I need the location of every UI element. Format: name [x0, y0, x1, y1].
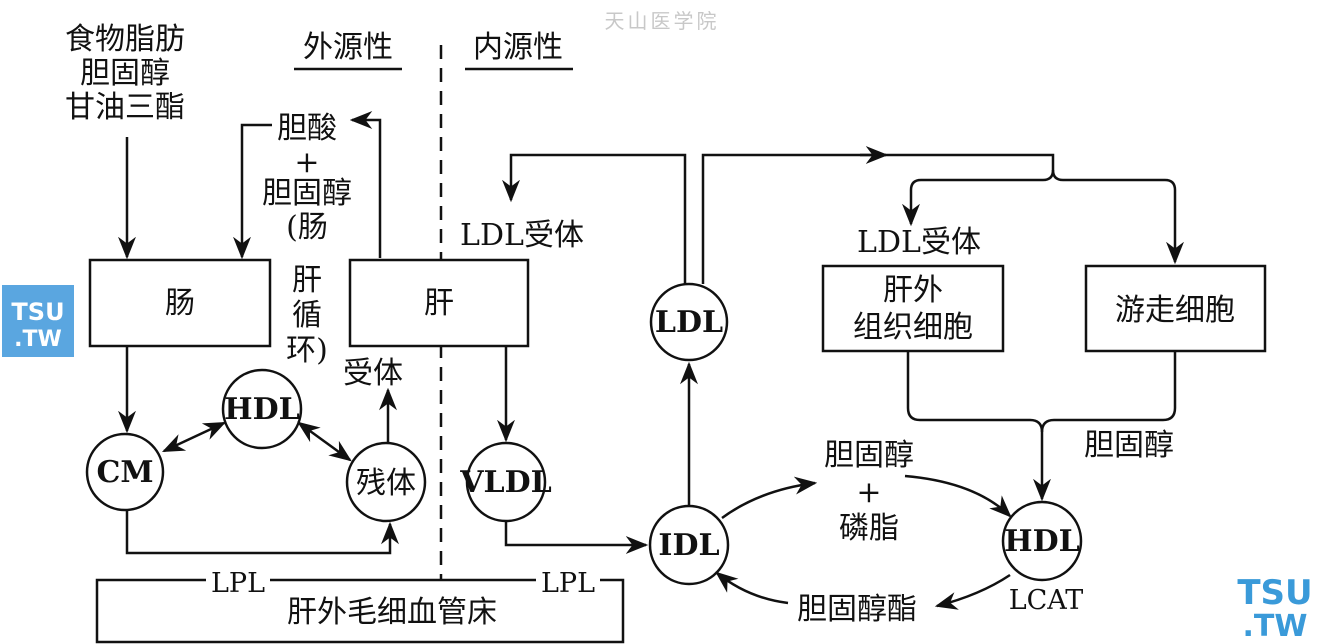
svg-text:.TW: .TW	[14, 327, 62, 352]
vldl-label: VLDL	[459, 465, 551, 500]
hdl-right-label: HDL	[1004, 524, 1079, 559]
bile-acid: 胆酸	[277, 111, 337, 146]
receptor-label: 受体	[343, 356, 403, 391]
svg-text:TSU: TSU	[1237, 573, 1312, 613]
header-endogenous: 内源性	[473, 30, 563, 65]
svg-text:TSU: TSU	[11, 298, 64, 326]
cm-circle	[85, 432, 165, 512]
liver-label: 肝	[424, 286, 454, 321]
tsu-logo-right: TSU .TW	[1237, 573, 1312, 644]
chol-pl-1: 胆固醇	[824, 438, 914, 473]
idl-label: IDL	[658, 528, 719, 563]
svg-text:.TW: .TW	[1243, 609, 1308, 644]
hdl-left-label: HDL	[224, 392, 299, 427]
bile-cholesterol: 胆固醇	[262, 176, 352, 211]
ldl-receptor-right: LDL受体	[857, 225, 981, 260]
ldl-receptor-left: LDL受体	[460, 218, 584, 253]
circulation-1: (肠	[286, 210, 328, 245]
diet-fat: 食物脂肪	[65, 22, 185, 57]
bile-plus: +	[294, 145, 319, 180]
ldl-label: LDL	[655, 305, 723, 340]
connectors	[118, 111, 1184, 610]
lpl-right: LPL	[541, 568, 595, 599]
extrahepatic-box	[821, 264, 1005, 353]
circulation-3: 循	[292, 298, 322, 333]
circulation-4: 环)	[286, 333, 328, 368]
capillary-bed-box	[95, 578, 625, 644]
intestine-label: 肠	[165, 286, 195, 321]
lcat-label: LCAT	[1009, 585, 1084, 616]
cm-label: CM	[96, 455, 153, 490]
tsu-logo-left: TSU .TW	[2, 285, 74, 357]
header-exogenous: 外源性	[303, 30, 393, 65]
chol-right: 胆固醇	[1084, 428, 1174, 463]
watermark: 天山医学院	[605, 9, 720, 33]
hdl-right-circle	[1001, 500, 1083, 582]
chol-pl-3: 磷脂	[839, 511, 899, 546]
ldl-circle	[649, 282, 729, 362]
wandering-cells-box	[1084, 264, 1267, 353]
chol-pl-2: +	[856, 475, 881, 510]
liver-box	[348, 258, 530, 348]
intestine-box	[88, 258, 272, 348]
wandering-cells-label: 游走细胞	[1115, 293, 1235, 328]
hdl-left-circle	[221, 368, 303, 450]
remnant-label: 残体	[356, 466, 416, 501]
lpl-left: LPL	[211, 568, 265, 599]
extrahepatic-label-2: 组织细胞	[853, 310, 973, 345]
circulation-2: 肝	[292, 263, 322, 298]
capillary-bed-label: 肝外毛细血管床	[287, 595, 497, 630]
diet-cholesterol: 胆固醇	[80, 56, 170, 91]
chol-ester: 胆固醇酯	[797, 592, 917, 627]
diet-triglyceride: 甘油三酯	[65, 90, 185, 125]
remnant-circle	[345, 441, 427, 523]
extrahepatic-label-1: 肝外	[883, 273, 943, 308]
